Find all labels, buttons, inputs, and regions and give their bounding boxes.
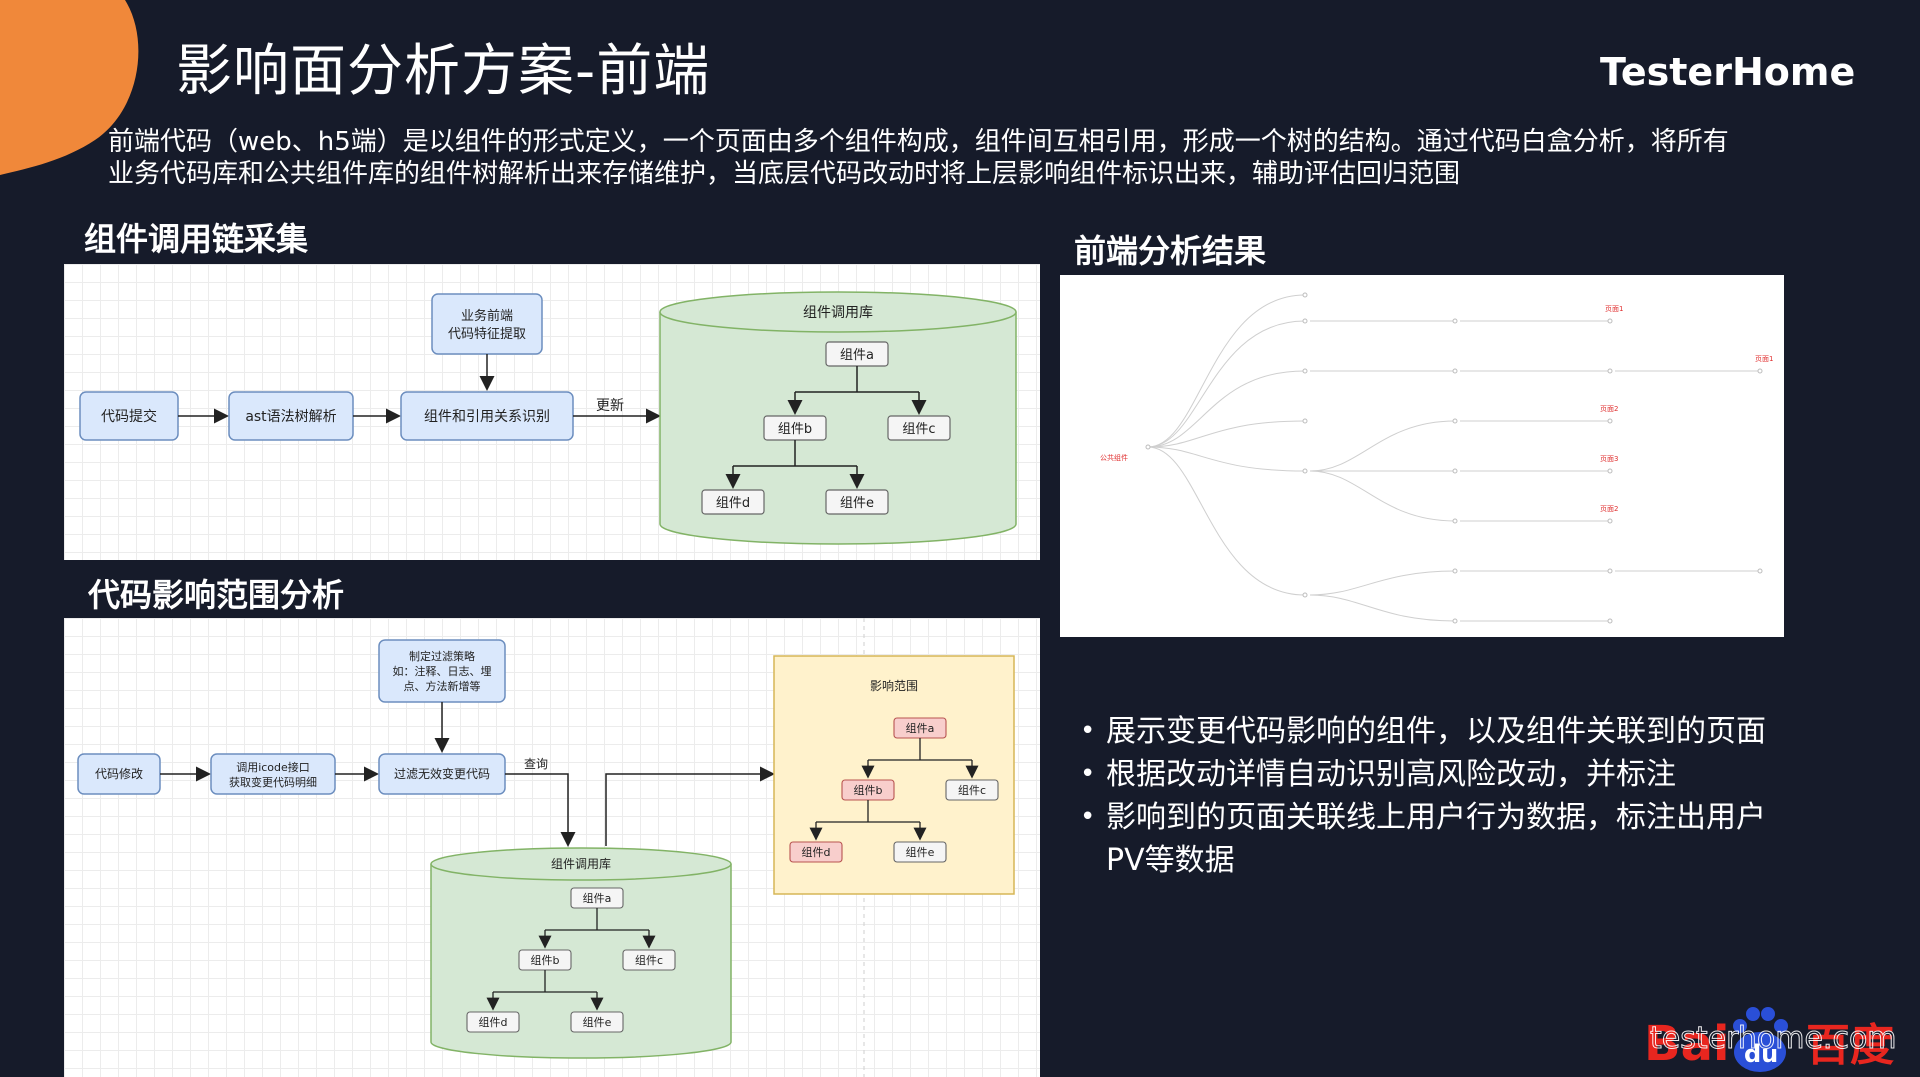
filter-invalid-label: 过滤无效变更代码 xyxy=(394,766,490,781)
tree-node-b-label: 组件b xyxy=(778,422,812,437)
results-heading: 前端分析结果 xyxy=(1074,232,1267,270)
code-submit-node: 代码提交 xyxy=(79,391,179,441)
tree-node-b: 组件b xyxy=(763,415,827,441)
scope-node-d-label: 组件d xyxy=(802,845,831,859)
strategy-line2: 如：注释、日志、埋 xyxy=(393,664,492,678)
brand-logo-text: TesterHome xyxy=(1600,50,1856,94)
strategy-line3: 点、方法新增等 xyxy=(404,679,481,693)
feature-extract-line1: 业务前端 xyxy=(461,308,513,324)
ast-parse-node: ast语法树解析 xyxy=(228,391,354,441)
arrow-filter-to-db xyxy=(505,773,576,847)
tree-connector-b xyxy=(733,440,857,467)
slide-title: 影响面分析方案-前端 xyxy=(176,39,711,104)
tree-connector-a xyxy=(795,366,919,393)
svg-text:du: du xyxy=(1744,1040,1778,1068)
result-page2-second-label: 页面2 xyxy=(1600,505,1618,513)
collect-heading: 组件调用链采集 xyxy=(84,220,309,258)
code-submit-label: 代码提交 xyxy=(101,408,157,425)
analysis-result-panel: 公共组件 页面1 页面1 页面2 页面3 页面2 xyxy=(1060,275,1784,637)
feature-extract-node: 业务前端 代码特征提取 xyxy=(431,293,543,355)
corner-accent-shape xyxy=(0,0,139,175)
db-tree-node-c: 组件c xyxy=(622,949,676,971)
intro-line-1: 前端代码（web、h5端）是以组件的形式定义，一个页面由多个组件构成，组件间互相… xyxy=(108,127,1729,157)
result-page2-label: 页面2 xyxy=(1600,405,1618,413)
result-tree-graph: 公共组件 页面1 页面1 页面2 页面3 页面2 xyxy=(1100,292,1773,624)
impact-diagram: 制定过滤策略 如：注释、日志、埋 点、方法新增等 代码修改 调用icode接口 … xyxy=(64,618,1040,1077)
scope-node-a-label: 组件a xyxy=(906,721,935,735)
db-tree-node-e: 组件e xyxy=(570,1011,624,1033)
bullet-item-2: 根据改动详情自动识别高风险改动，并标注 xyxy=(1080,753,1780,796)
scope-node-d: 组件d xyxy=(789,841,843,863)
baidu-watermark: Bai du 百度 testerhome.com xyxy=(1644,1007,1897,1072)
tree-node-c-label: 组件c xyxy=(902,422,935,437)
tree-node-e: 组件e xyxy=(825,489,889,515)
filter-strategy-node: 制定过滤策略 如：注释、日志、埋 点、方法新增等 xyxy=(378,639,506,703)
tree-node-a: 组件a xyxy=(825,341,889,367)
svg-text:Bai: Bai xyxy=(1644,1016,1729,1072)
tree-node-c: 组件c xyxy=(887,415,951,441)
bullet-item-3: 影响到的页面关联线上用户行为数据，标注出用户PV等数据 xyxy=(1080,796,1780,882)
scope-connector-b xyxy=(816,800,920,823)
tree-node-d: 组件d xyxy=(701,489,765,515)
scope-node-a: 组件a xyxy=(893,717,947,739)
impact-db-cylinder: 组件调用库 xyxy=(430,847,732,1059)
impact-diagram-canvas: 制定过滤策略 如：注释、日志、埋 点、方法新增等 代码修改 调用icode接口 … xyxy=(77,618,1015,1077)
icode-api-node: 调用icode接口 获取变更代码明细 xyxy=(210,753,336,795)
db-tree-node-b-label: 组件b xyxy=(531,953,560,967)
db-tree-node-a-label: 组件a xyxy=(583,891,612,905)
code-modify-label: 代码修改 xyxy=(95,766,143,781)
db-tree-connector-a xyxy=(545,908,649,931)
result-page3-label: 页面3 xyxy=(1600,455,1618,463)
tree-node-d-label: 组件d xyxy=(716,496,750,511)
arrow-db-to-scope xyxy=(605,766,775,846)
scope-connector-a xyxy=(868,738,972,761)
collect-diagram-canvas: 业务前端 代码特征提取 代码提交 ast语法树解析 组件和引用关系识别 更新 组… xyxy=(79,291,1017,545)
scope-node-b-label: 组件b xyxy=(854,783,883,797)
db-tree-node-b: 组件b xyxy=(518,949,572,971)
db-tree-node-d-label: 组件d xyxy=(479,1015,508,1029)
result-root-label: 公共组件 xyxy=(1100,453,1128,462)
summary-bullet-list: 展示变更代码影响的组件，以及组件关联到的页面 根据改动详情自动识别高风险改动，并… xyxy=(1080,710,1780,882)
query-label: 查询 xyxy=(524,757,548,771)
scope-node-c: 组件c xyxy=(945,779,999,801)
component-db-cylinder: 组件调用库 xyxy=(659,291,1017,545)
db-tree-node-e-label: 组件e xyxy=(583,1015,612,1029)
db-tree-node-c-label: 组件c xyxy=(635,953,663,967)
icode-line2: 获取变更代码明细 xyxy=(229,775,317,789)
icode-line1: 调用icode接口 xyxy=(236,761,310,774)
scope-node-e-label: 组件e xyxy=(906,845,935,859)
intro-line-2: 业务代码库和公共组件库的组件树解析出来存储维护，当底层代码改动时将上层影响组件标… xyxy=(108,159,1461,189)
baidu-logo-icon: Bai du 百度 xyxy=(1644,1007,1894,1072)
scope-title: 影响范围 xyxy=(870,678,918,693)
db-tree-node-d: 组件d xyxy=(466,1011,520,1033)
scope-node-c-label: 组件c xyxy=(958,783,986,797)
ast-parse-label: ast语法树解析 xyxy=(245,409,336,425)
feature-extract-line2: 代码特征提取 xyxy=(448,326,526,342)
strategy-line1: 制定过滤策略 xyxy=(409,649,475,663)
scope-node-b: 组件b xyxy=(841,779,895,801)
result-page1-label: 页面1 xyxy=(1605,305,1623,313)
update-label: 更新 xyxy=(596,398,624,414)
db-tree-connector-b xyxy=(493,970,597,993)
bullet-item-1: 展示变更代码影响的组件，以及组件关联到的页面 xyxy=(1080,710,1780,753)
code-modify-node: 代码修改 xyxy=(77,753,161,795)
filter-invalid-node: 过滤无效变更代码 xyxy=(378,753,506,795)
relation-identify-node: 组件和引用关系识别 xyxy=(400,391,574,441)
result-page1-far-label: 页面1 xyxy=(1755,355,1773,363)
scope-node-e: 组件e xyxy=(893,841,947,863)
tree-node-e-label: 组件e xyxy=(840,496,874,511)
svg-text:百度: 百度 xyxy=(1806,1020,1894,1071)
db-tree-node-a: 组件a xyxy=(570,887,624,909)
impact-heading: 代码影响范围分析 xyxy=(88,576,345,614)
collect-diagram: 业务前端 代码特征提取 代码提交 ast语法树解析 组件和引用关系识别 更新 组… xyxy=(64,264,1040,560)
tree-node-a-label: 组件a xyxy=(840,348,874,363)
watermark-text: testerhome.com xyxy=(1650,1021,1897,1056)
relation-identify-label: 组件和引用关系识别 xyxy=(424,409,550,425)
impact-db-title: 组件调用库 xyxy=(551,856,611,871)
intro-paragraph: 前端代码（web、h5端）是以组件的形式定义，一个页面由多个组件构成，组件间互相… xyxy=(108,126,1808,190)
db-title: 组件调用库 xyxy=(803,305,873,321)
